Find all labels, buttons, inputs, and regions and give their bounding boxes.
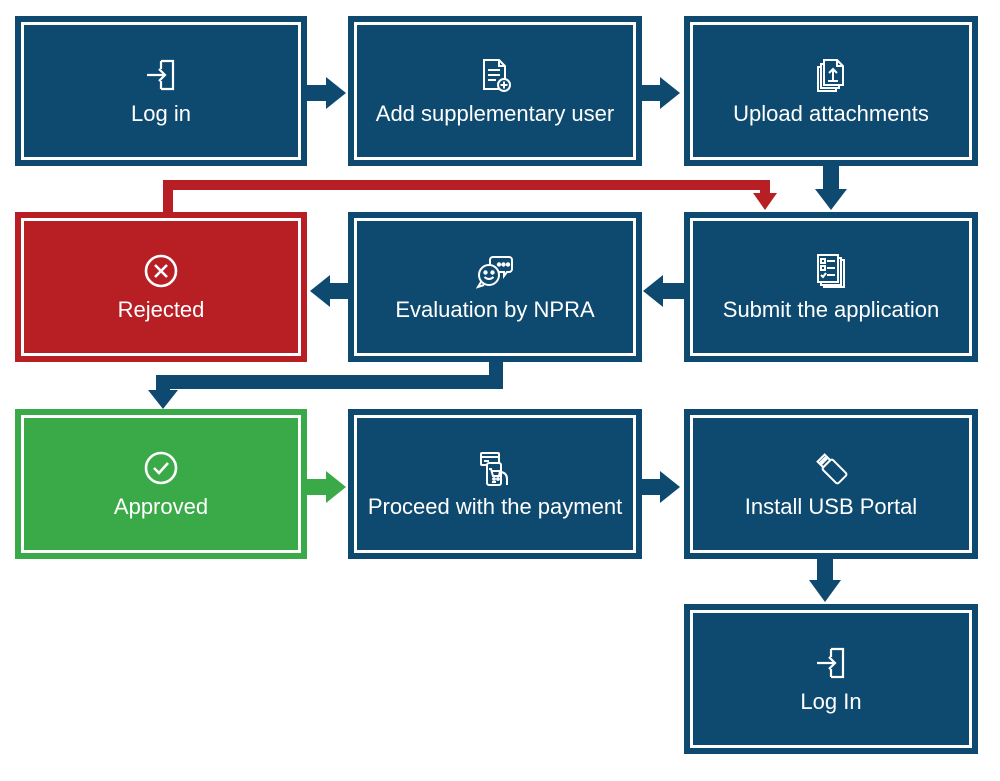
step-evaluation-by-npra-label: Evaluation by NPRA [395,296,595,322]
step-proceed-with-payment: Proceed with the payment [348,409,642,559]
step-evaluation-by-npra: Evaluation by NPRA [348,212,642,362]
document-add-icon [483,58,511,92]
check-circle-icon [144,451,178,484]
upload-documents-icon [816,58,844,92]
step-upload-attachments: Upload attachments [684,16,978,166]
step-upload-attachments-label: Upload attachments [733,100,929,126]
step-log-in-final: Log In [684,604,978,754]
arrow-usb-to-login [809,556,841,602]
step-add-supplementary-user: Add supplementary user [348,16,642,166]
step-rejected-label: Rejected [117,296,205,322]
step-login: Log in [15,16,307,166]
arrow-approved-to-payment [306,471,346,503]
arrow-upload-to-submit [815,165,847,210]
step-install-usb-portal: Install USB Portal [684,409,978,559]
step-submit-the-application: Submit the application [684,212,978,362]
step-rejected: Rejected [15,212,307,362]
usb-drive-icon [816,452,848,484]
step-log-in-final-label: Log In [800,688,862,714]
arrow-evaluation-to-rejected [310,275,350,307]
step-login-label: Log in [131,100,191,126]
step-submit-the-application-label: Submit the application [722,296,940,322]
step-approved: Approved [15,409,307,559]
step-approved-label: Approved [113,493,209,519]
login-icon [146,59,175,90]
x-circle-icon [144,254,178,287]
arrow-payment-to-usb [640,471,680,503]
arrow-supplementary-to-upload [640,77,680,109]
arrow-login-to-supplementary [306,77,346,109]
step-install-usb-portal-label: Install USB Portal [744,493,918,519]
step-add-supplementary-user-label: Add supplementary user [375,100,615,126]
arrow-rejected-to-submit [163,180,777,214]
step-proceed-with-payment-label: Proceed with the payment [367,493,623,519]
login-icon [816,647,845,678]
arrow-submit-to-evaluation [643,275,685,307]
checklist-document-icon [817,253,845,288]
mobile-payment-icon [480,451,508,486]
arrow-evaluation-to-approved [148,362,503,409]
chat-smiley-icon [475,255,513,289]
